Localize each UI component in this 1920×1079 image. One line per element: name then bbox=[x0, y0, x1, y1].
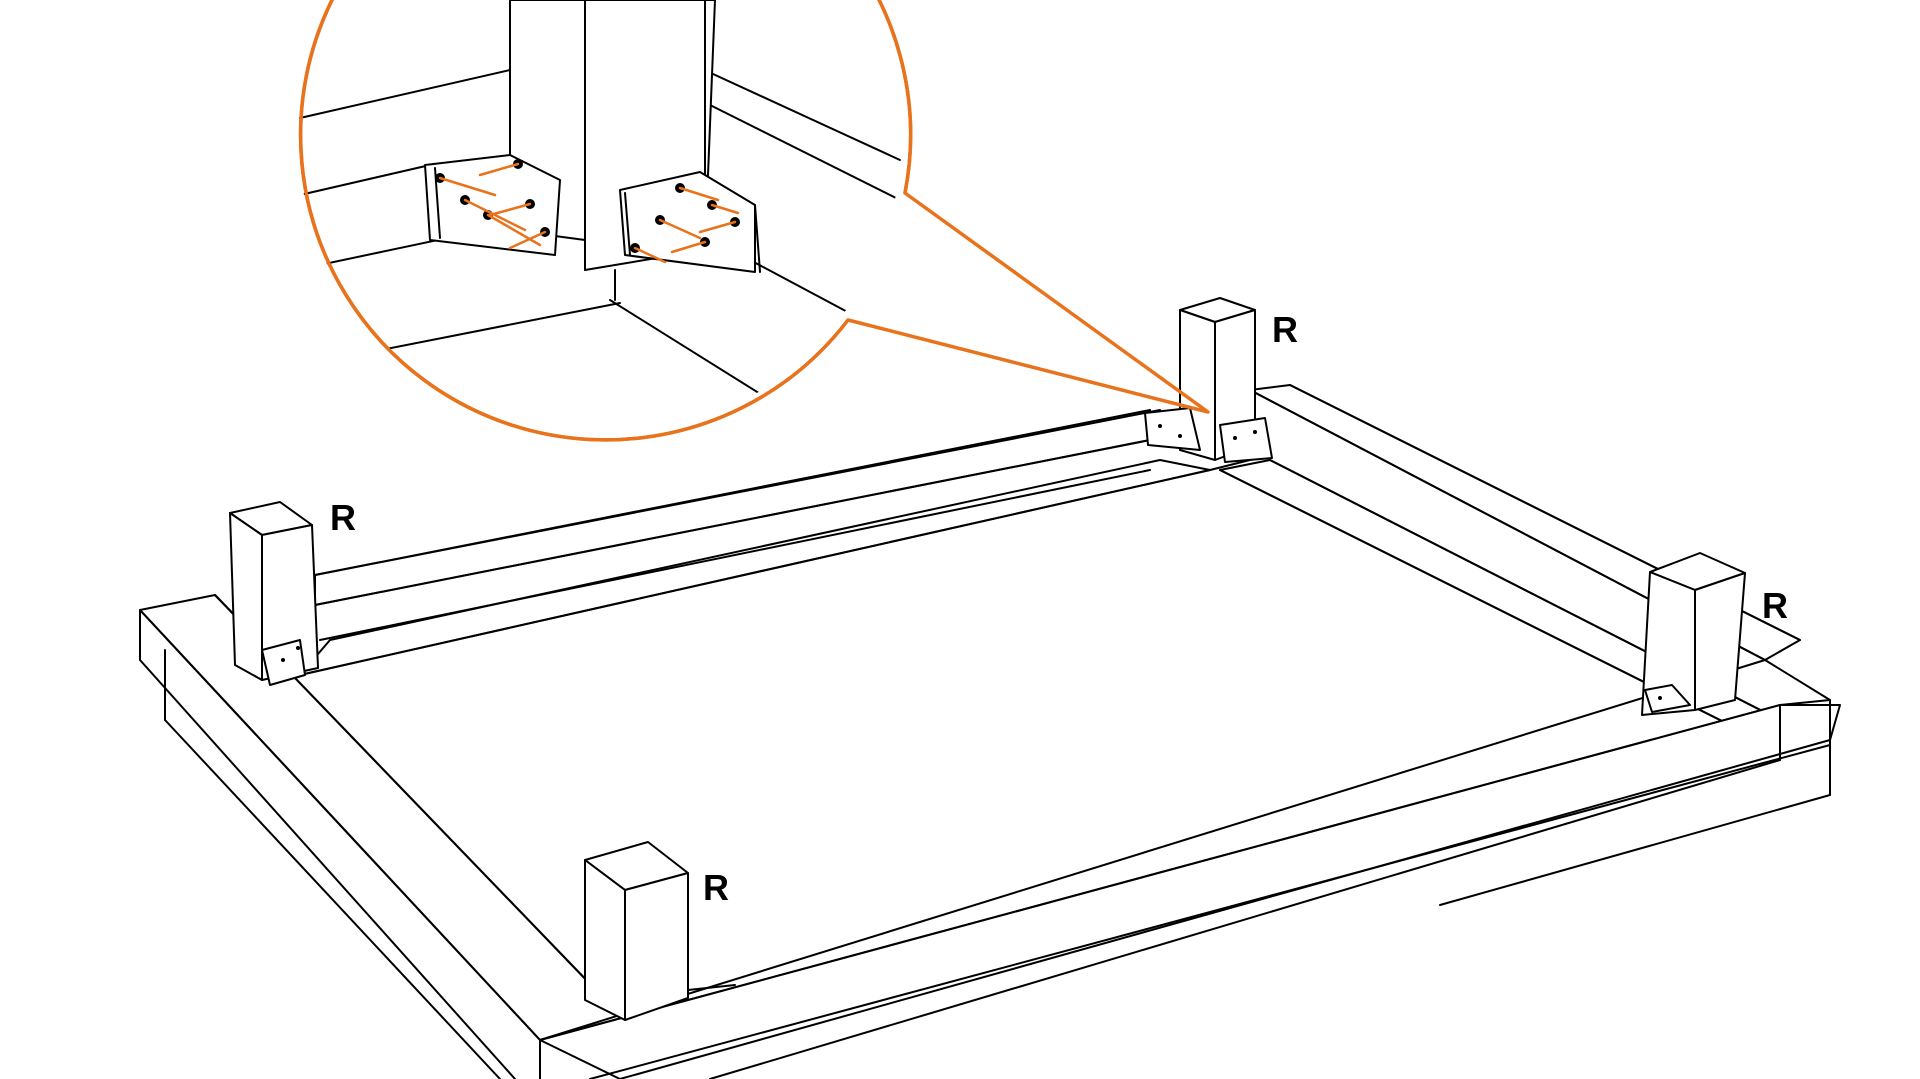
post-label-front-right: R bbox=[1762, 585, 1788, 626]
post-back-left bbox=[229, 501, 319, 686]
bracket-back-left bbox=[261, 639, 306, 686]
post-front-right bbox=[1641, 552, 1746, 716]
post-label-front-left: R bbox=[703, 867, 729, 908]
back-beam bbox=[299, 409, 1211, 676]
front-beam bbox=[539, 659, 1841, 1079]
callout-bracket-right bbox=[619, 171, 756, 273]
detail-callout bbox=[298, 0, 1210, 442]
post-label-back-left: R bbox=[330, 497, 356, 538]
frame bbox=[139, 384, 1841, 1079]
bracket-back-right-a bbox=[1144, 407, 1201, 451]
callout-screws bbox=[438, 162, 740, 264]
bracket-back-right-b bbox=[1219, 417, 1273, 463]
callout-detail-content bbox=[299, 0, 901, 401]
post-back-right bbox=[1144, 297, 1273, 463]
post-front-left bbox=[584, 841, 736, 1021]
left-beam bbox=[139, 594, 621, 1079]
callout-bracket-left bbox=[424, 154, 561, 256]
bracket-front-right bbox=[1644, 684, 1691, 713]
post-label-back-right: R bbox=[1272, 309, 1298, 350]
